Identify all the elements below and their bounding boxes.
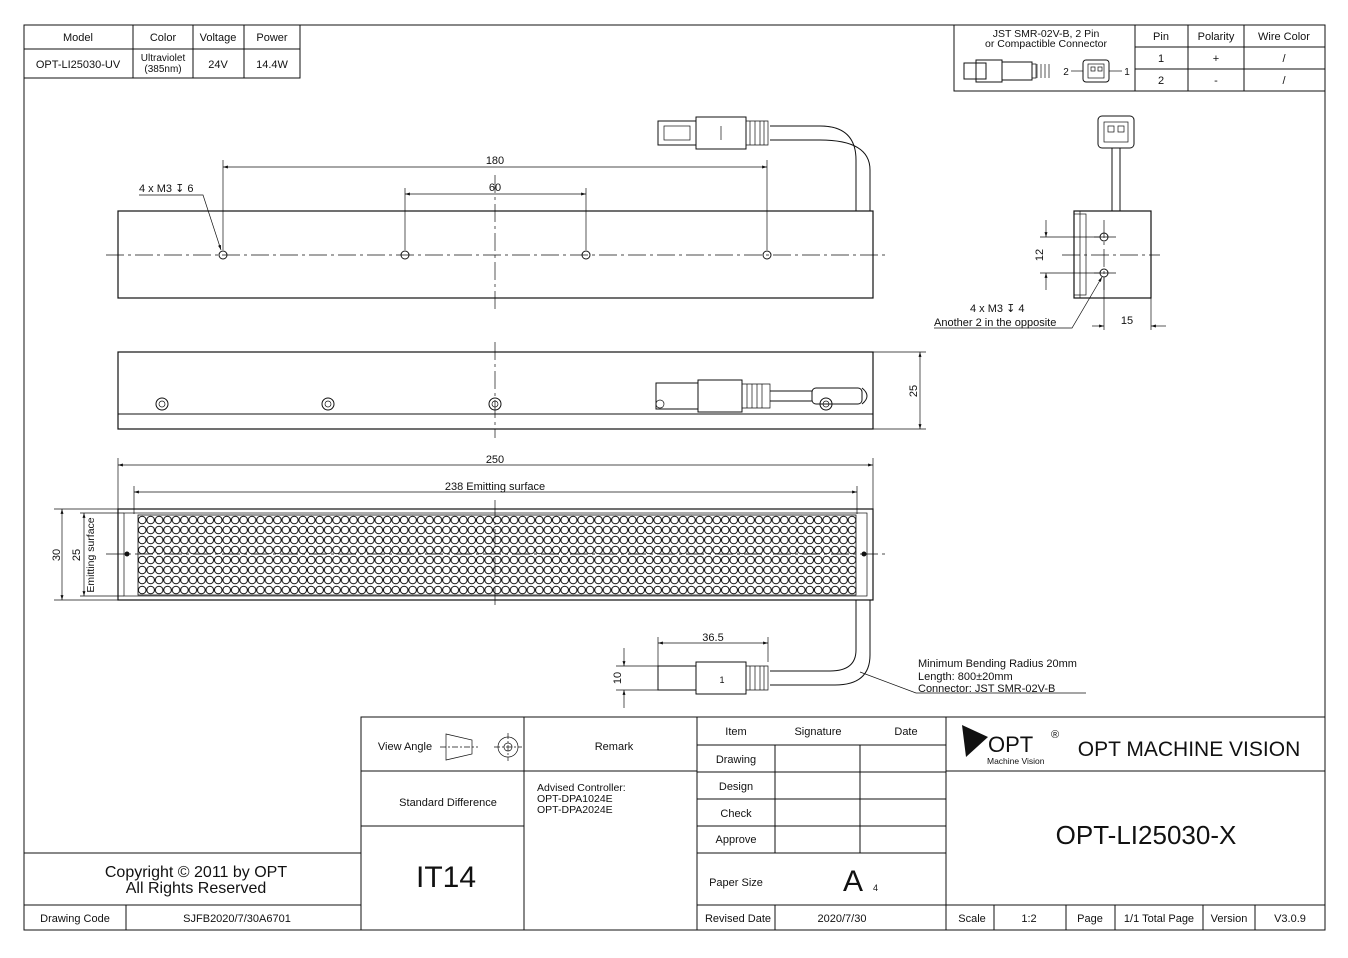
spec-table: Model Color Voltage Power OPT-LI25030-UV… — [23, 24, 301, 79]
dim-36-5: 36.5 — [702, 632, 723, 644]
dim-30: 30 — [51, 549, 63, 561]
projection-symbol — [440, 733, 522, 761]
spec-header-voltage: Voltage — [200, 32, 237, 44]
scale-value: 1:2 — [1021, 913, 1036, 925]
tolerance-value: IT14 — [416, 861, 476, 894]
front-view: 250 238 Emitting surface 30 25 Emitting … — [51, 454, 1086, 708]
top-view: 180 60 4 x M3 ↧ 6 — [106, 116, 885, 312]
emitting-surface-label: Emitting surface — [85, 517, 97, 592]
spec-color-value-2: (385nm) — [144, 64, 181, 75]
dim-250: 250 — [486, 454, 504, 466]
cable-note-connector: Connector: JST SMR-02V-B — [918, 683, 1055, 695]
cable-top-view — [657, 116, 871, 211]
paper-size-value: A — [843, 865, 863, 898]
controller-2: OPT-DPA2024E — [537, 804, 613, 816]
cable-side-view — [655, 379, 868, 413]
sheet-border — [23, 24, 1326, 931]
date-header: Date — [894, 726, 917, 738]
dim-25-emitting: 25 — [71, 549, 83, 561]
connector-row1-pin: 1 — [1158, 53, 1164, 65]
connector-row2-wire: / — [1282, 75, 1286, 87]
spec-header-color: Color — [150, 32, 177, 44]
end-view: 12 15 4 x M3 ↧ 4 Another 2 in the opposi… — [934, 115, 1166, 330]
dim-180: 180 — [486, 155, 504, 167]
paper-size-sub: 4 — [873, 883, 878, 893]
mounting-holes-top — [218, 250, 772, 260]
logo-text: OPT — [988, 732, 1033, 757]
plug-mark-bottom: 1 — [719, 675, 724, 685]
holes-end-callout-1: 4 x M3 ↧ 4 — [970, 303, 1024, 315]
holes-end-callout-2: Another 2 in the opposite — [934, 317, 1056, 329]
page-value: 1/1 Total Page — [1124, 913, 1194, 925]
advised-controller-label: Advised Controller: — [537, 782, 626, 794]
spec-voltage-value: 24V — [208, 59, 228, 71]
company-name: OPT MACHINE VISION — [1078, 738, 1300, 761]
connector-sketch: 2 1 — [963, 59, 1130, 83]
dim-10: 10 — [612, 672, 624, 684]
connector-header-pin: Pin — [1153, 31, 1169, 43]
opt-logo: OPT ® Machine Vision — [962, 725, 1059, 766]
paper-size-label: Paper Size — [709, 877, 763, 889]
copyright-line-2: All Rights Reserved — [126, 880, 267, 897]
connector-table: JST SMR-02V-B, 2 Pin or Compactible Conn… — [953, 24, 1326, 92]
connector-row2-pin: 2 — [1158, 75, 1164, 87]
remark-label: Remark — [595, 741, 634, 753]
approve-row-label: Approve — [716, 834, 757, 846]
connector-pin-2-label: 2 — [1063, 67, 1069, 78]
spec-header-power: Power — [256, 32, 288, 44]
cable-bottom-view: 1 — [657, 600, 871, 695]
copyright-line-1: Copyright © 2011 by OPT — [105, 864, 287, 881]
version-label: Version — [1211, 913, 1248, 925]
connector-row1-polarity: + — [1213, 53, 1219, 65]
page-label: Page — [1077, 913, 1103, 925]
cable-note-length: Length: 800±20mm — [918, 671, 1013, 683]
connector-pin-1-label: 1 — [1124, 67, 1130, 78]
revised-date-label: Revised Date — [705, 913, 771, 925]
drawing-code-value: SJFB2020/7/30A6701 — [183, 913, 291, 925]
connector-title-1: JST SMR-02V-B, 2 Pin — [993, 28, 1100, 40]
connector-title-2: or Compactible Connector — [985, 38, 1107, 50]
side-view: 25 — [117, 342, 926, 438]
standard-difference-label: Standard Difference — [399, 797, 497, 809]
logo-subtitle: Machine Vision — [987, 756, 1045, 766]
dim-25-side: 25 — [908, 385, 920, 397]
title-block: View Angle Remark Standard Difference Ad… — [360, 716, 1326, 931]
scale-label: Scale — [958, 913, 986, 925]
led-array — [137, 514, 857, 596]
check-row-label: Check — [720, 808, 752, 820]
logo-registered: ® — [1051, 729, 1059, 741]
cable-note-bending: Minimum Bending Radius 20mm — [918, 658, 1077, 670]
item-header: Item — [725, 726, 746, 738]
design-row-label: Design — [719, 781, 753, 793]
signature-header: Signature — [794, 726, 841, 738]
connector-header-wire: Wire Color — [1258, 31, 1310, 43]
dim-12: 12 — [1034, 249, 1046, 261]
controller-1: OPT-DPA1024E — [537, 793, 613, 805]
connector-header-polarity: Polarity — [1198, 31, 1235, 43]
part-number: OPT-LI25030-X — [1056, 820, 1237, 850]
version-value: V3.0.9 — [1274, 913, 1306, 925]
dim-15: 15 — [1121, 315, 1133, 327]
revised-date-value: 2020/7/30 — [818, 913, 867, 925]
spec-header-model: Model — [63, 32, 93, 44]
spec-color-value-1: Ultraviolet — [141, 53, 186, 64]
holes-top-callout: 4 x M3 ↧ 6 — [139, 183, 193, 195]
drawing-row-label: Drawing — [716, 754, 756, 766]
view-angle-label: View Angle — [378, 741, 432, 753]
copyright-block: Copyright © 2011 by OPT All Rights Reser… — [24, 852, 361, 930]
spec-power-value: 14.4W — [256, 59, 288, 71]
dim-60: 60 — [489, 182, 501, 194]
spec-model-value: OPT-LI25030-UV — [36, 59, 121, 71]
connector-row2-polarity: - — [1214, 75, 1218, 87]
drawing-code-label: Drawing Code — [40, 913, 110, 925]
connector-row1-wire: / — [1282, 53, 1286, 65]
dim-238: 238 Emitting surface — [445, 481, 545, 493]
